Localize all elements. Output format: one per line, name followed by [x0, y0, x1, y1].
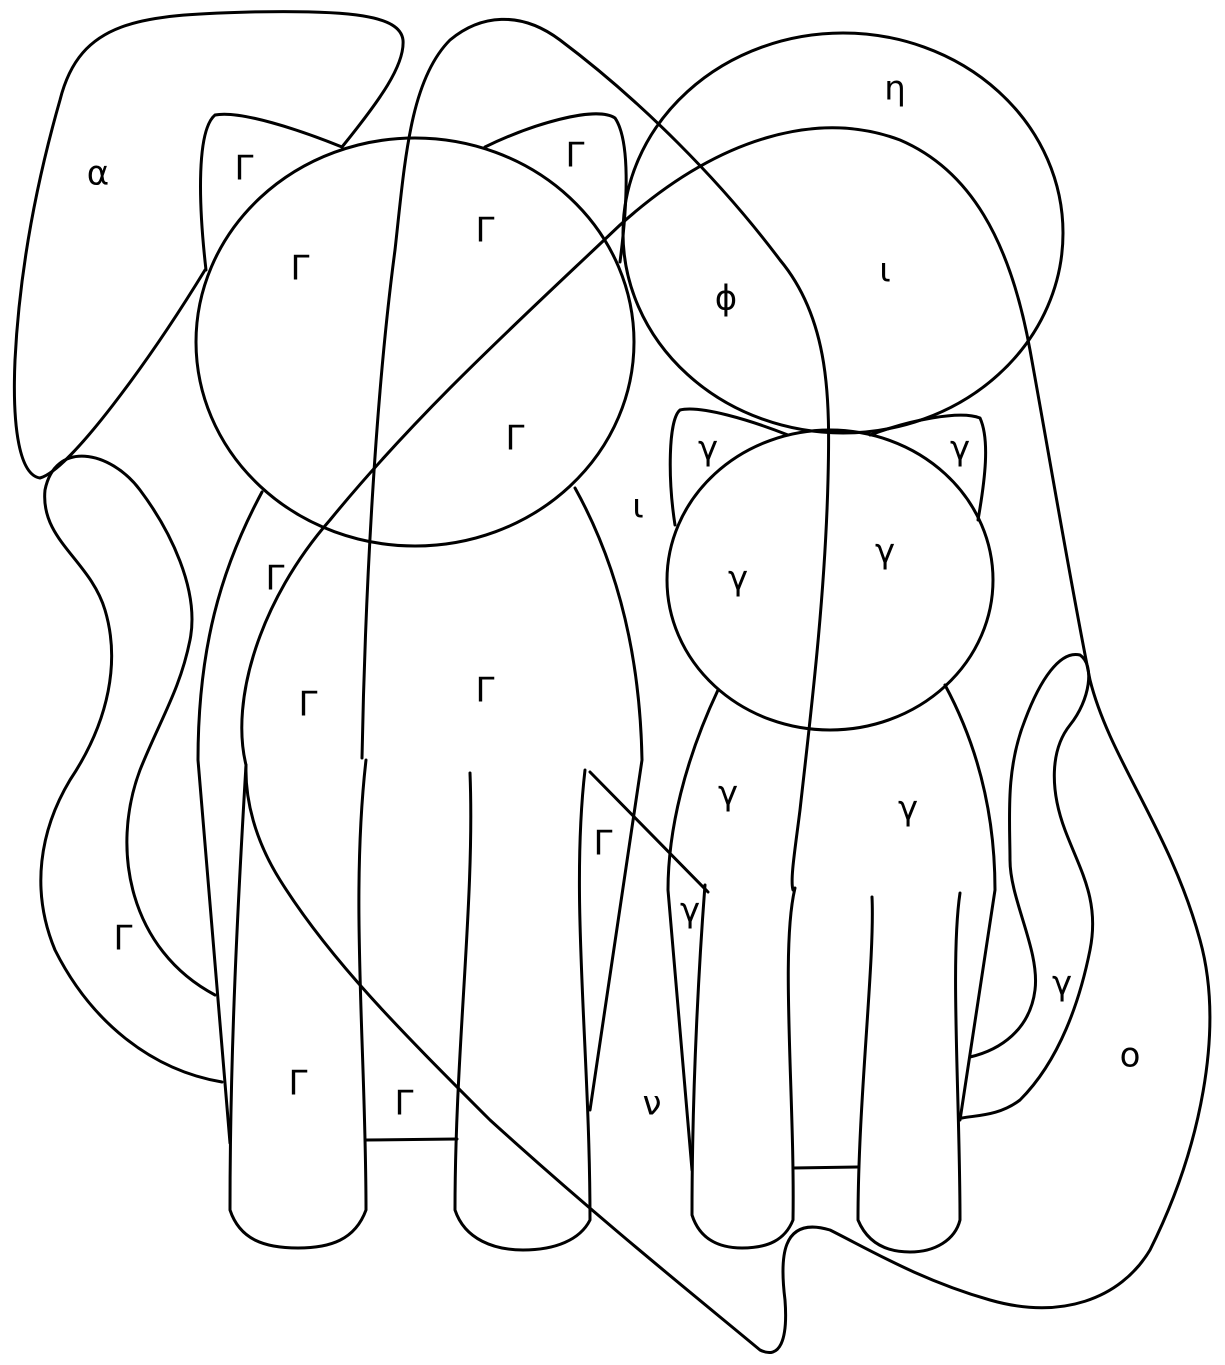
- label-small-cat-head-right: γ: [875, 532, 895, 572]
- label-small-cat-leg: γ: [680, 891, 700, 931]
- label-small-cat-tail: γ: [1052, 964, 1072, 1004]
- label-big-cat-head-right: Γ: [506, 419, 525, 459]
- label-big-cat-body-upper: Γ: [266, 559, 285, 599]
- label-big-cat-left-ear: Γ: [235, 149, 254, 189]
- label-iota-upper: ι: [879, 251, 891, 291]
- label-nu: ν: [643, 1084, 662, 1124]
- label-big-cat-leg-left: Γ: [289, 1064, 308, 1104]
- label-big-cat-body-mid-left: Γ: [299, 685, 318, 725]
- label-eta: η: [884, 69, 906, 109]
- label-alpha: α: [87, 154, 109, 194]
- label-big-cat-body-mid: Γ: [476, 671, 495, 711]
- label-small-cat-left-ear: γ: [698, 429, 718, 469]
- label-phi: ϕ: [715, 279, 737, 319]
- label-small-cat-body-left: γ: [718, 774, 738, 814]
- small-cat-leg-gap: [793, 1167, 858, 1168]
- label-omicron: ο: [1120, 1036, 1141, 1076]
- label-big-cat-right-ear: Γ: [566, 136, 585, 176]
- label-big-cat-head-left: Γ: [291, 249, 310, 289]
- big-cat-leg-gap: [366, 1139, 457, 1140]
- label-big-cat-head-top: Γ: [476, 211, 495, 251]
- label-small-cat-right-ear: γ: [950, 429, 970, 469]
- label-big-cat-tail: Γ: [114, 919, 133, 959]
- label-small-cat-head-left: γ: [728, 559, 748, 599]
- label-iota-lower: ι: [632, 487, 644, 527]
- label-small-cat-body-right: γ: [898, 789, 918, 829]
- label-big-cat-leg-right: Γ: [594, 824, 613, 864]
- label-big-cat-between-legs: Γ: [395, 1084, 414, 1124]
